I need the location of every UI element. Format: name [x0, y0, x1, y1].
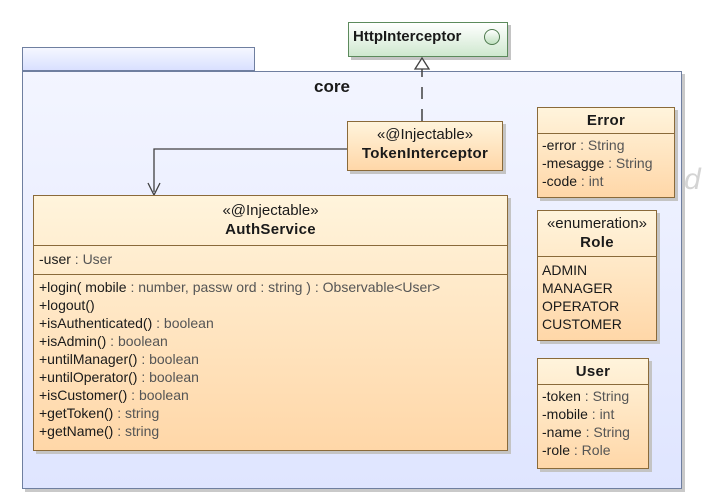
auth-service-attribute: -user : User: [39, 251, 113, 267]
auth-service-operation: +getName() : string: [39, 423, 160, 439]
interface-httpinterceptor[interactable]: [348, 22, 508, 57]
auth-service-operations: +login( mobile : number, passw ord : str…: [34, 275, 507, 440]
auth-service-operation: +isAuthenticated() : boolean: [39, 315, 214, 331]
auth-service-operation: +login( mobile : number, passw ord : str…: [39, 279, 441, 295]
user-attributes: -token : String -mobile : int -name : St…: [538, 385, 648, 459]
user-attribute: -name : String: [542, 424, 630, 440]
error-attribute: -error : String: [542, 137, 625, 153]
enum-role[interactable]: «enumeration» Role ADMIN MANAGER OPERATO…: [537, 210, 657, 341]
auth-service-operation: +untilManager() : boolean: [39, 351, 199, 367]
user-attribute: -token : String: [542, 388, 630, 404]
user-class-name: User: [575, 363, 611, 380]
role-enum-name: Role: [580, 234, 614, 251]
dependency-connector: [147, 148, 348, 197]
class-authservice[interactable]: «@Injectable» AuthService -user : User +…: [33, 195, 508, 451]
interface-name: HttpInterceptor: [353, 28, 462, 45]
auth-service-stereotype: «@Injectable»: [222, 202, 319, 219]
user-attribute: -mobile : int: [542, 406, 615, 422]
role-literal: CUSTOMER: [542, 316, 622, 332]
class-error[interactable]: Error -error : String -mesagge : String …: [537, 107, 675, 198]
auth-service-operation: +isCustomer() : boolean: [39, 387, 189, 403]
error-class-name: Error: [586, 112, 626, 129]
token-interceptor-stereotype: «@Injectable»: [376, 126, 474, 143]
role-literal: OPERATOR: [542, 298, 620, 314]
role-separator: [538, 256, 656, 257]
error-attribute: -code : int: [542, 173, 604, 189]
interface-icon: [484, 29, 500, 45]
auth-service-separator: [34, 245, 507, 246]
auth-service-operation: +logout(): [39, 297, 95, 313]
auth-service-operation: +untilOperator() : boolean: [39, 369, 199, 385]
role-literals: ADMIN MANAGER OPERATOR CUSTOMER: [538, 257, 656, 333]
package-tab: [22, 47, 255, 71]
auth-service-name: AuthService: [225, 221, 316, 238]
role-stereotype: «enumeration»: [546, 215, 648, 232]
error-attribute: -mesagge : String: [542, 155, 653, 171]
user-attribute: -role : Role: [542, 442, 611, 458]
error-separator: [538, 133, 674, 134]
role-literal: ADMIN: [542, 262, 588, 278]
package-name: core: [314, 77, 350, 96]
class-user[interactable]: User -token : String -mobile : int -name…: [537, 358, 649, 469]
auth-service-separator: [34, 274, 507, 275]
watermark-text: d: [684, 163, 701, 196]
token-interceptor-name: TokenInterceptor: [361, 145, 489, 162]
class-tokeninterceptor[interactable]: «@Injectable» TokenInterceptor: [347, 121, 503, 171]
user-separator: [538, 384, 648, 385]
role-literal: MANAGER: [542, 280, 613, 296]
error-attributes: -error : String -mesagge : String -code …: [538, 134, 674, 190]
auth-service-operation: +getToken() : string: [39, 405, 160, 421]
auth-service-attributes: -user : User: [34, 246, 507, 270]
auth-service-operation: +isAdmin() : boolean: [39, 333, 168, 349]
realization-connector: [413, 56, 431, 121]
